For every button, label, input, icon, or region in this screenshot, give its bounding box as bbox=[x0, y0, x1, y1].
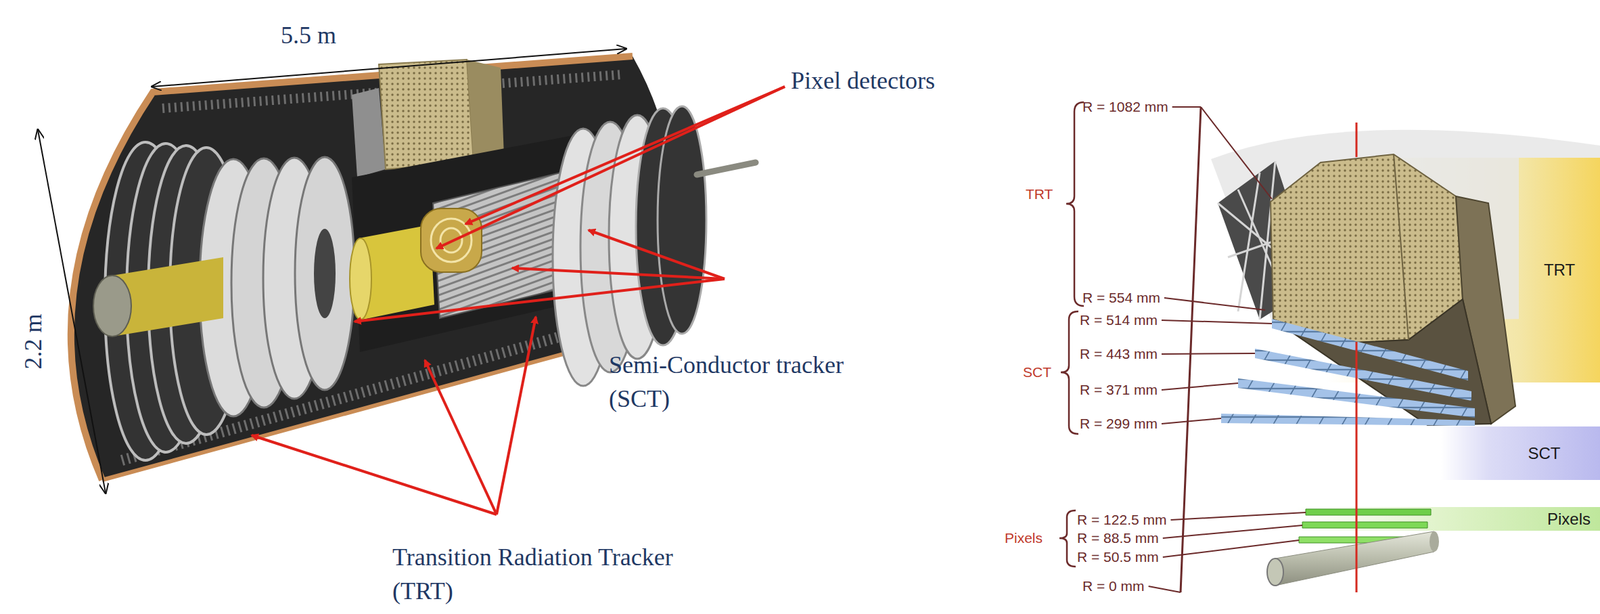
leader-line bbox=[1161, 320, 1272, 324]
pixel-support-tube bbox=[349, 238, 372, 320]
radius-leader bbox=[1200, 106, 1272, 199]
radius-label: R = 554 mm bbox=[1082, 288, 1161, 306]
group-brace bbox=[1066, 102, 1084, 306]
pixel-band: Pixels bbox=[1441, 506, 1600, 531]
radius-label: R = 1082 mm bbox=[1082, 98, 1169, 116]
callout-arrow bbox=[424, 359, 497, 515]
sct-band bbox=[1441, 426, 1489, 480]
pixel-layer bbox=[1302, 521, 1428, 528]
sct-disc bbox=[294, 156, 355, 390]
trt-module bbox=[1270, 154, 1463, 344]
radius-label: R = 443 mm bbox=[1079, 345, 1158, 362]
leader-line bbox=[1170, 512, 1306, 520]
sct-layer bbox=[1271, 318, 1469, 381]
reference-line bbox=[1355, 341, 1358, 592]
group-name: Pixels bbox=[1004, 529, 1043, 546]
trt-endcap-wheel bbox=[657, 106, 707, 334]
group-brace bbox=[1060, 311, 1079, 434]
trt-module bbox=[1393, 154, 1409, 340]
leader-line bbox=[1162, 524, 1303, 538]
trt-barrel-module bbox=[466, 59, 505, 163]
trt-barrel-module bbox=[378, 59, 474, 170]
band-label: TRT bbox=[1543, 260, 1575, 280]
callout-arrow bbox=[251, 435, 497, 515]
reference-line bbox=[1355, 122, 1358, 157]
radius-label: R = 514 mm bbox=[1079, 311, 1158, 329]
group-brace bbox=[1059, 510, 1076, 567]
dimension-arrow bbox=[152, 48, 626, 87]
dimension-label: 2.2 m bbox=[18, 313, 49, 370]
callout-arrow bbox=[354, 278, 725, 322]
leader-line bbox=[1148, 585, 1181, 592]
pixel-layer bbox=[1305, 508, 1431, 515]
sct-layer bbox=[1221, 413, 1475, 426]
part-name: Semi-Conductor tracker (SCT) bbox=[608, 347, 880, 417]
band-label: Pixels bbox=[1547, 509, 1591, 529]
radius-label: R = 0 mm bbox=[1082, 577, 1145, 594]
leader-line bbox=[1161, 418, 1222, 424]
beam-pipe bbox=[93, 275, 132, 337]
group-name: TRT bbox=[1025, 185, 1053, 203]
leader-line bbox=[1172, 106, 1201, 108]
sct-band: SCT bbox=[1488, 426, 1600, 480]
dimension-label: 5.5 m bbox=[280, 20, 337, 51]
radius-label: R = 122.5 mm bbox=[1077, 510, 1167, 528]
callout-arrow bbox=[465, 86, 785, 224]
callout-arrows bbox=[251, 86, 785, 515]
callout-arrow bbox=[436, 86, 785, 249]
radius-label: R = 299 mm bbox=[1079, 414, 1158, 432]
barrel-panel bbox=[351, 87, 386, 178]
leader-line bbox=[1161, 353, 1255, 354]
trt-band: TRT bbox=[1518, 157, 1600, 383]
band-label: SCT bbox=[1528, 443, 1561, 463]
radius-label: R = 371 mm bbox=[1079, 380, 1158, 398]
radius-label: R = 50.5 mm bbox=[1077, 547, 1159, 565]
beam-pipe bbox=[1267, 558, 1284, 586]
part-name: Transition Radiation Tracker (TRT) bbox=[392, 539, 718, 609]
inner-detector-cutaway bbox=[71, 56, 756, 480]
group-name: SCT bbox=[1022, 363, 1052, 381]
leader-line bbox=[1161, 382, 1239, 390]
leader-line bbox=[1164, 297, 1266, 310]
pixel-band bbox=[1295, 506, 1442, 531]
beam-pipe bbox=[1275, 531, 1435, 586]
callout-arrow bbox=[496, 316, 536, 515]
part-name: Pixel detectors bbox=[790, 66, 935, 96]
leader-line bbox=[1162, 539, 1299, 557]
beam-pipe bbox=[1429, 531, 1439, 552]
layer-schematic bbox=[1059, 102, 1600, 592]
radius-label: R = 88.5 mm bbox=[1077, 529, 1159, 546]
outer-shell bbox=[71, 56, 678, 480]
callout-arrow bbox=[588, 230, 725, 279]
disc-hole bbox=[313, 228, 336, 318]
copper-rim bbox=[71, 56, 633, 480]
dimension-arrow bbox=[37, 129, 106, 493]
callout-arrow bbox=[512, 267, 725, 279]
support-rod bbox=[696, 162, 756, 175]
